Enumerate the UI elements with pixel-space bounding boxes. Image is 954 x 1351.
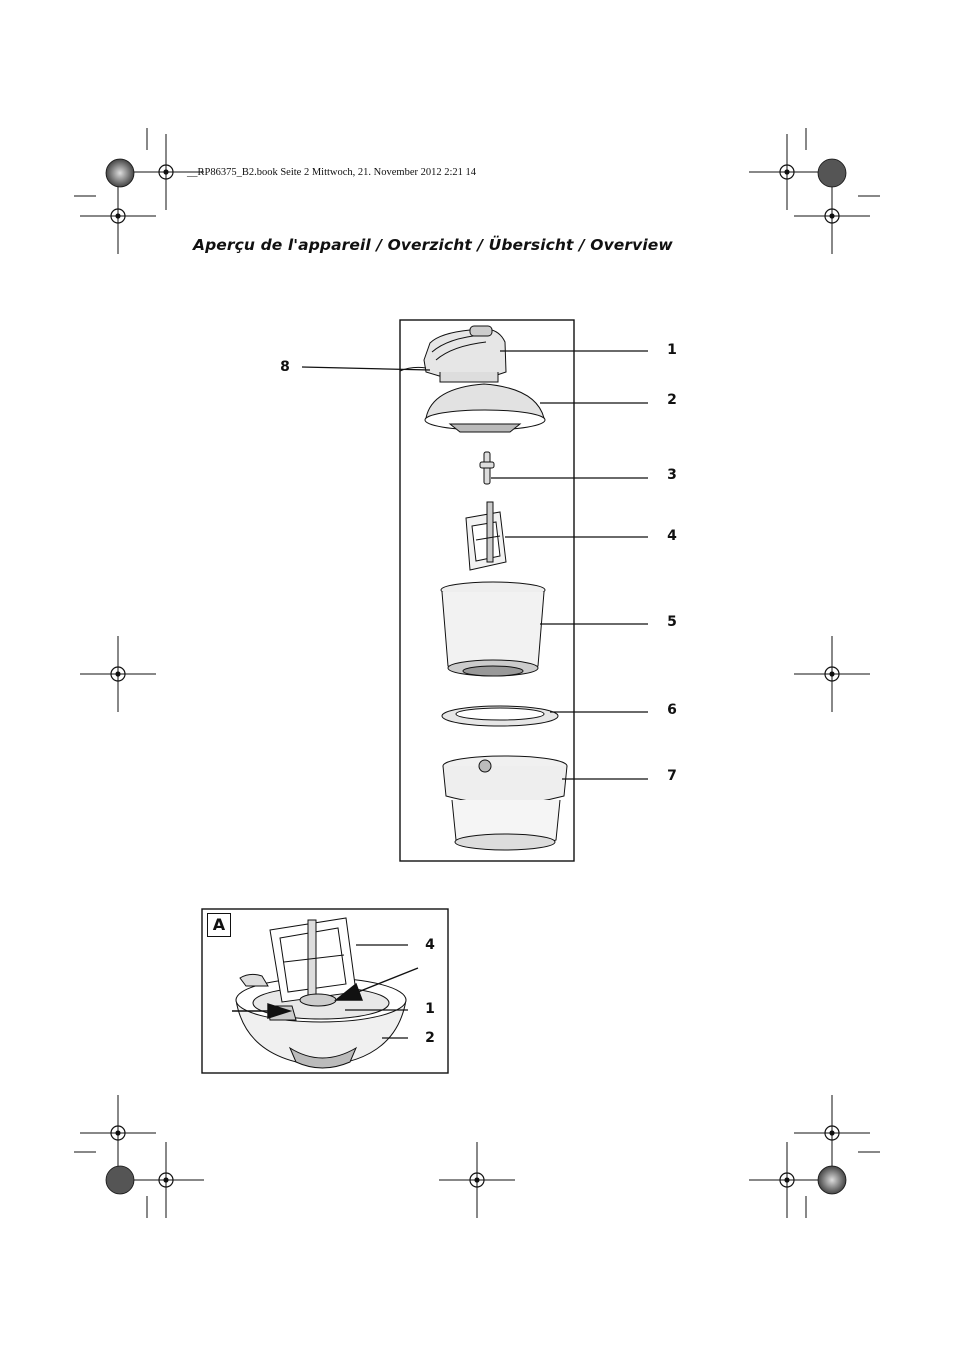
crop-marks (74, 128, 880, 1218)
callout-3: 3 (667, 467, 677, 483)
detail-label: A (207, 913, 231, 937)
part-ring (441, 705, 559, 727)
page-title: Aperçu de l'appareil / Overzicht / Übers… (193, 236, 673, 254)
part-paddle (465, 501, 507, 571)
callout-6: 6 (667, 702, 677, 718)
part-base (442, 755, 568, 851)
print-slug: __RP86375_B2.book Seite 2 Mittwoch, 21. … (187, 167, 477, 178)
callout-2: 2 (667, 392, 677, 408)
detail-leaders (345, 944, 408, 1039)
callout-4: 4 (667, 528, 677, 544)
overview-frame (399, 319, 575, 862)
detail-drawing (235, 917, 407, 1069)
overview-leaders (301, 350, 648, 780)
part-lid (424, 383, 546, 433)
detail-arrows (232, 967, 419, 1019)
detail-frame (201, 908, 449, 1074)
density-dots (105, 158, 847, 1195)
part-shaft (479, 451, 495, 485)
detail-callout-1: 1 (425, 1001, 435, 1017)
detail-callout-4: 4 (425, 937, 435, 953)
part-motor-unit (399, 325, 507, 383)
callout-5: 5 (667, 614, 677, 630)
callout-8: 8 (280, 359, 290, 375)
callout-1: 1 (667, 342, 677, 358)
part-bowl (440, 581, 546, 677)
detail-callout-2: 2 (425, 1030, 435, 1046)
callout-7: 7 (667, 768, 677, 784)
registration-targets (79, 133, 871, 1219)
